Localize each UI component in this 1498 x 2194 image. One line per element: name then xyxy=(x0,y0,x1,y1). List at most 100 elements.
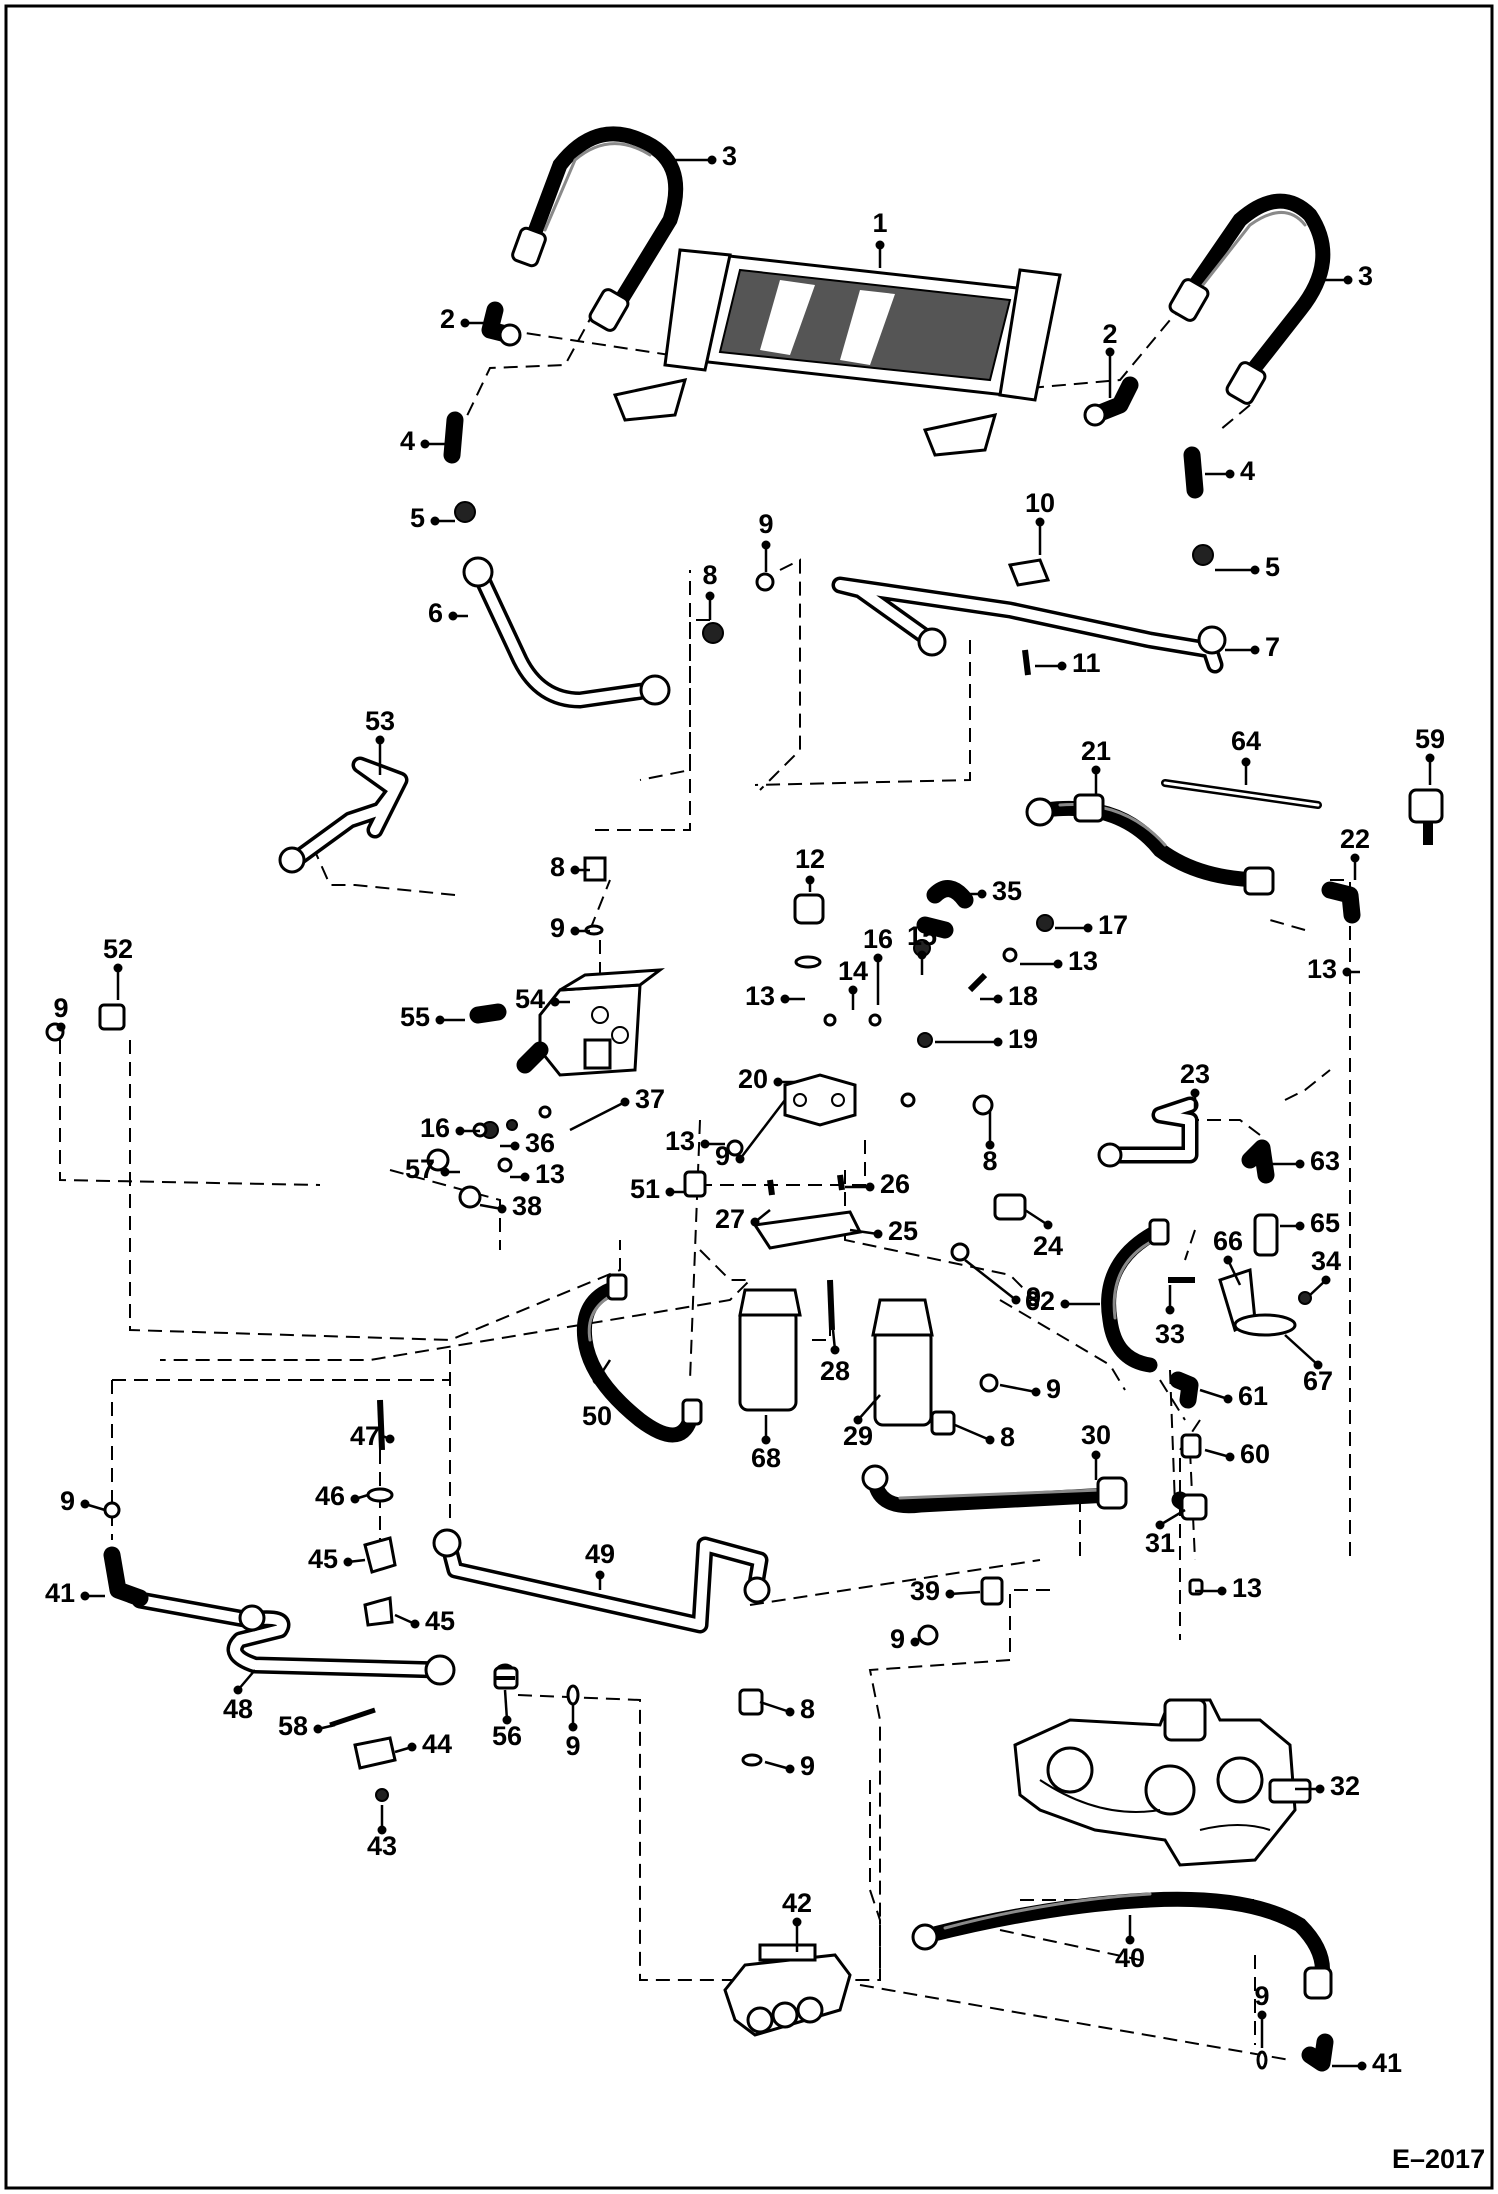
callout-dot xyxy=(707,155,717,165)
part-callout-label: 24 xyxy=(1033,1231,1063,1261)
part-callout-label: 6 xyxy=(428,598,443,628)
callout-dot xyxy=(805,875,815,885)
callout-dot xyxy=(1425,753,1435,763)
part-callout-label: 36 xyxy=(525,1128,555,1158)
filter-29 xyxy=(871,1298,934,1427)
part-callout-label: 4 xyxy=(400,426,415,456)
hose-40 xyxy=(911,1891,1334,2072)
hose-62 xyxy=(1101,1218,1170,1373)
part-callout-label: 17 xyxy=(1098,910,1128,940)
part-callout-label: 16 xyxy=(863,924,893,954)
callout-leader xyxy=(759,1700,791,1714)
part-callout-label: 55 xyxy=(400,1002,430,1032)
tube-48 xyxy=(103,1501,764,1767)
callout-dot xyxy=(1257,2010,1267,2020)
callout-dot xyxy=(1035,517,1045,527)
tube-23 xyxy=(1097,1096,1199,1168)
callout-leader xyxy=(964,1259,1017,1301)
callout-dot xyxy=(568,1722,578,1732)
filter-68 xyxy=(738,1288,802,1412)
callout-dot xyxy=(993,1037,1003,1047)
callout-dot xyxy=(785,1707,795,1717)
part-callout-label: 22 xyxy=(1340,824,1370,854)
part-callout-label: 9 xyxy=(550,913,565,943)
callout-dot xyxy=(1250,645,1260,655)
part-callout-label: 23 xyxy=(1180,1059,1210,1089)
callout-dot xyxy=(761,1435,771,1445)
part-callout-label: 27 xyxy=(715,1204,745,1234)
part-callout-label: 59 xyxy=(1415,724,1445,754)
fitting-56 xyxy=(493,1666,519,1690)
callout-leader xyxy=(999,1383,1037,1394)
part-callout-label: 20 xyxy=(738,1064,768,1094)
callout-dot xyxy=(502,1715,512,1725)
callout-leader xyxy=(569,1100,626,1132)
callout-dot xyxy=(620,1097,630,1107)
callout-dot xyxy=(780,994,790,1004)
part-callout-label: 68 xyxy=(751,1443,781,1473)
part-callout-label: 45 xyxy=(425,1606,455,1636)
part-callout-label: 28 xyxy=(820,1356,850,1386)
fitting-39 xyxy=(917,1576,1004,1646)
callout-dot xyxy=(1043,1220,1053,1230)
part-callout-label: 67 xyxy=(1303,1366,1333,1396)
part-callout-label: 46 xyxy=(315,1481,345,1511)
callout-dot xyxy=(407,1742,417,1752)
control-valve-42 xyxy=(723,1943,852,2037)
part-callout-label: 19 xyxy=(1008,1024,1038,1054)
part-callout-label: 15 xyxy=(907,921,937,951)
valve-54 xyxy=(516,856,665,1077)
part-callout-label: 45 xyxy=(308,1544,338,1574)
callout-dot xyxy=(595,1570,605,1580)
hose-50 xyxy=(576,1273,703,1443)
callout-dot xyxy=(1343,275,1353,285)
callout-dot xyxy=(873,1229,883,1239)
part-callout-label: 10 xyxy=(1025,488,1055,518)
part-callout-label: 42 xyxy=(782,1888,812,1918)
callout-dot xyxy=(1190,1088,1200,1098)
part-callout-label: 63 xyxy=(1310,1146,1340,1176)
part-callout-label: 7 xyxy=(1265,632,1280,662)
part-callout-label: 41 xyxy=(1372,2048,1402,2078)
callout-dot xyxy=(1125,1935,1135,1945)
callout-leader xyxy=(1284,1334,1319,1366)
callout-dot xyxy=(910,1637,920,1647)
callout-dot xyxy=(520,1172,530,1182)
callout-dot xyxy=(56,1022,66,1032)
callout-dot xyxy=(440,1167,450,1177)
part-callout-label: 29 xyxy=(843,1421,873,1451)
callout-dot xyxy=(1241,757,1251,767)
callout-dot xyxy=(1031,1387,1041,1397)
part-callout-label: 56 xyxy=(492,1721,522,1751)
callout-dot xyxy=(1250,565,1260,575)
callout-dot xyxy=(875,240,885,250)
callout-dot xyxy=(497,1204,507,1214)
callout-dot xyxy=(448,611,458,621)
hose-u-right xyxy=(1168,193,1331,405)
callout-dot xyxy=(385,1434,395,1444)
callout-dot xyxy=(1295,1159,1305,1169)
callout-dot xyxy=(785,1764,795,1774)
callout-dot xyxy=(343,1557,353,1567)
callout-dot xyxy=(1350,853,1360,863)
callout-leader xyxy=(1159,1508,1186,1527)
hose-u-left xyxy=(511,126,684,332)
callout-dot xyxy=(1155,1520,1165,1530)
callout-dot xyxy=(455,1126,465,1136)
callout-dot xyxy=(570,926,580,936)
tube-49 xyxy=(432,1528,771,1634)
hose-30 xyxy=(861,1464,1204,1519)
part-callout-label: 5 xyxy=(410,503,425,533)
part-callout-label: 43 xyxy=(367,1831,397,1861)
callout-dot xyxy=(1053,959,1063,969)
fitting-24 xyxy=(930,1193,1027,1436)
callout-dot xyxy=(1091,765,1101,775)
part-callout-label: 48 xyxy=(223,1694,253,1724)
callout-dot xyxy=(1223,1255,1233,1265)
part-callout-label: 34 xyxy=(1311,1246,1341,1276)
callout-dot xyxy=(830,1345,840,1355)
tube-6 xyxy=(462,556,671,709)
callout-dot xyxy=(510,1141,520,1151)
part-callout-label: 31 xyxy=(1145,1528,1175,1558)
callout-dot xyxy=(1217,1586,1227,1596)
